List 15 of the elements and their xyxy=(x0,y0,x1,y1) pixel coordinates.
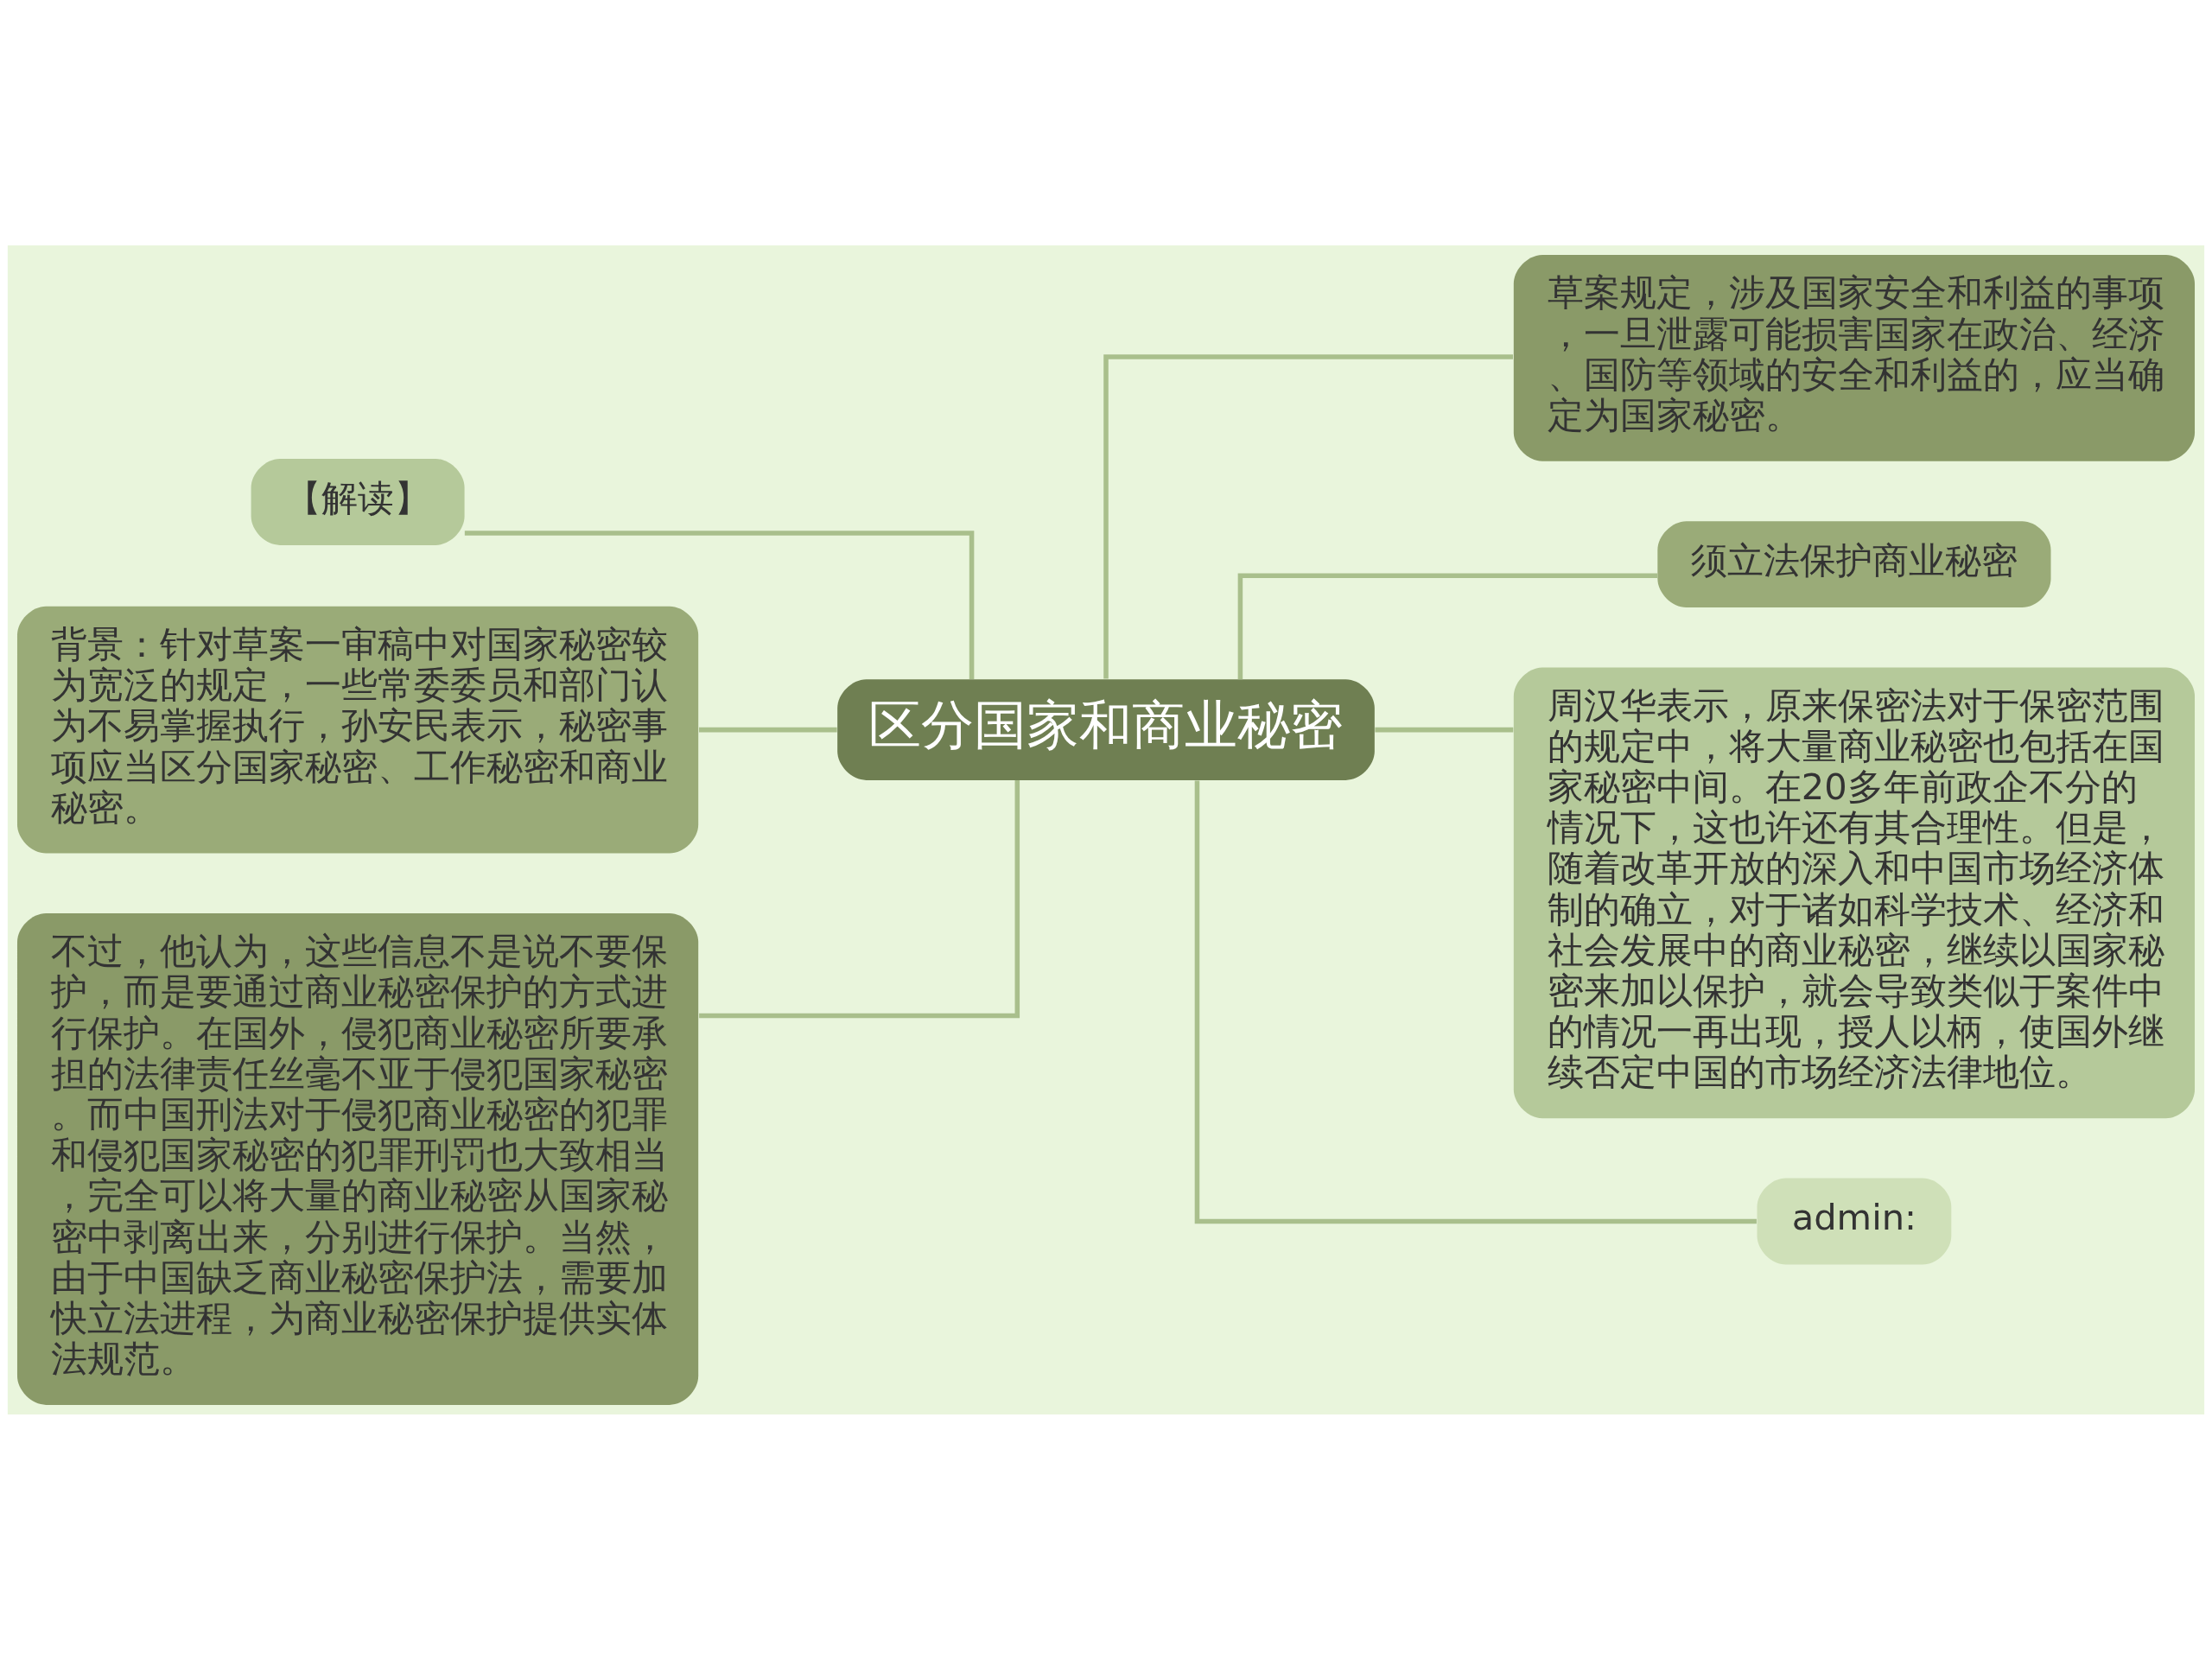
connector xyxy=(464,530,975,679)
connector xyxy=(699,727,837,732)
connector xyxy=(699,779,1020,1018)
node-box: 须立法保护商业秘密 xyxy=(1657,520,2051,607)
node-box: admin: xyxy=(1757,1178,1952,1265)
connector xyxy=(1237,573,1658,679)
node-box: 【解读】 xyxy=(251,458,465,545)
node-box: 区分国家和商业秘密 xyxy=(837,678,1375,780)
connector xyxy=(1103,353,1513,678)
node-box: 草案规定，涉及国家安全和利益的事项，一旦泄露可能损害国家在政治、经济、国防等领域的安全和利益的，应当确定为国家秘密。 xyxy=(1513,254,2195,461)
connector xyxy=(1194,779,1757,1224)
node-box: 不过，他认为，这些信息不是说不要保护，而是要通过商业秘密保护的方式进行保护。在国外，侵犯商业秘密所要承担的法律责任丝毫不亚于侵犯国家秘密。而中国刑法对于侵犯商业秘密的犯罪和侵犯国家秘密的犯罪刑罚也大致相当，完全可以将大量的商业秘密从国家秘密中剥离出来，分别进行保护。当然，由于中国缺乏商业秘密保护法，需要加快立法进程，为商业秘密保护提供实体法规范。 xyxy=(17,912,699,1405)
connector xyxy=(1375,727,1514,732)
node-box: 周汉华表示，原来保密法对于保密范围的规定中，将大量商业秘密也包括在国家秘密中间。在20多年前政企不分的情况下，这也许还有其合理性。但是，随着改革开放的深入和中国市场经济体制的确立，对于诸如科学技术、经济和社会发展中的商业秘密，继续以国家秘密来加以保护，就会导致类似于案件中的情况一再出现，授人以柄，使国外继续否定中国的市场经济法律地位。 xyxy=(1513,666,2195,1118)
node-box: 背景：针对草案一审稿中对国家秘密较为宽泛的规定，一些常委委员和部门认为不易掌握执行，孙安民表示，秘密事项应当区分国家秘密、工作秘密和商业秘密。 xyxy=(17,606,699,854)
